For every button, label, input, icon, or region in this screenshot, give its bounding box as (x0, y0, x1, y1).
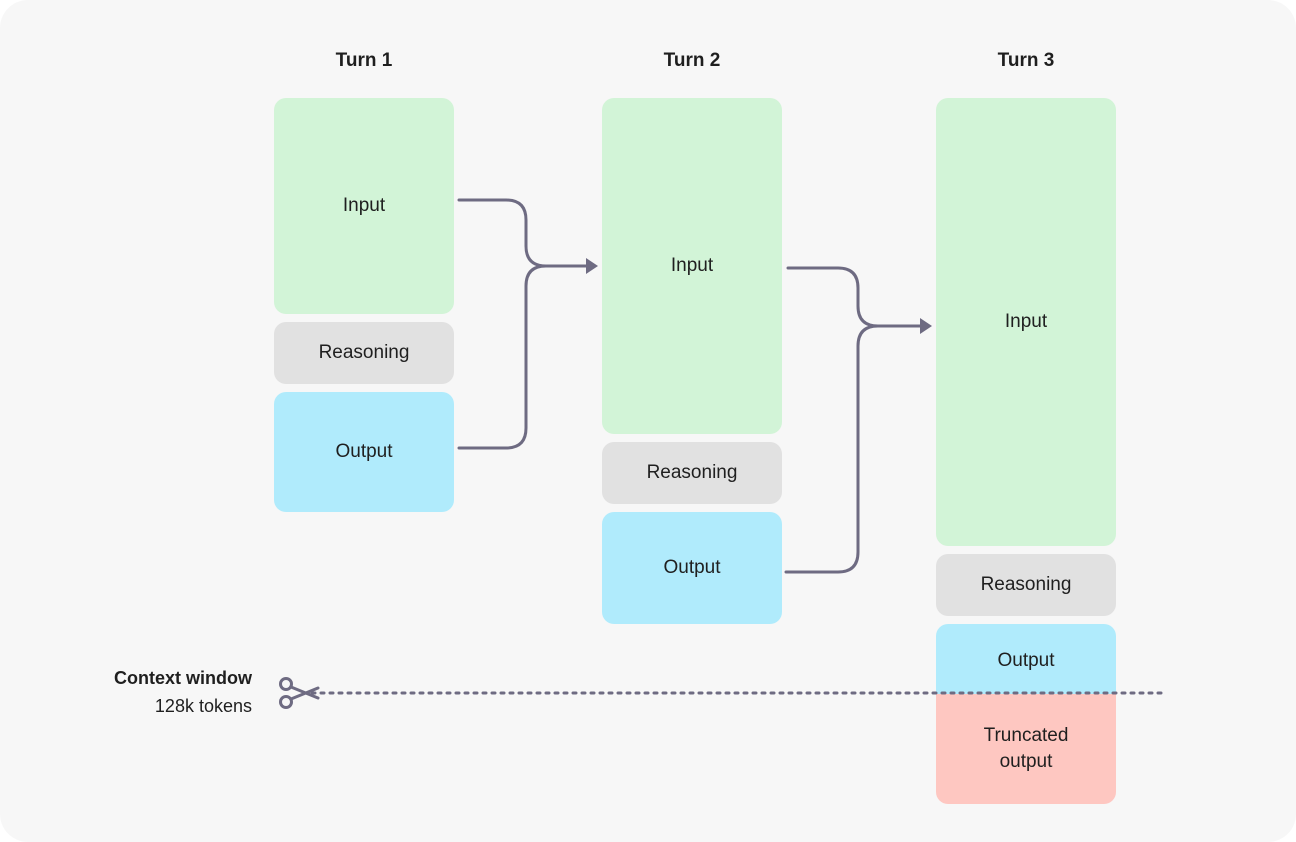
turn-1-input-connector (457, 198, 591, 268)
turn-2-reasoning-label: Reasoning (646, 462, 738, 483)
truncated-label-line-2: output (999, 751, 1053, 772)
context-window-title: Context window (114, 668, 252, 688)
turn-2-input-block: Input (602, 98, 782, 434)
turn-2-output-label: Output (663, 557, 721, 578)
turn-2-output-connector (784, 324, 880, 574)
turn-2-input-connector (786, 266, 924, 328)
turn-1-reasoning-block: Reasoning (274, 322, 454, 384)
turn-3-title: Turn 3 (997, 50, 1055, 71)
turn-2-title: Turn 2 (663, 50, 721, 71)
turn-3-truncated-output-block: Truncated output (936, 694, 1116, 804)
turn-1-output-label: Output (335, 441, 393, 462)
turn-1-reasoning-label: Reasoning (318, 342, 410, 363)
turn-1-input-block: Input (274, 98, 454, 314)
context-window-size: 128k tokens (154, 696, 252, 716)
arrow-into-turn-3-icon (920, 318, 932, 334)
truncated-label-line-1: Truncated (983, 725, 1069, 746)
turn-3-reasoning-label: Reasoning (980, 574, 1072, 595)
turn-1-output-connector (457, 264, 548, 450)
turn-1-input-label: Input (342, 195, 386, 216)
turn-3-reasoning-block: Reasoning (936, 554, 1116, 616)
turn-3-output-block: Output (936, 624, 1116, 694)
turn-3-output-label: Output (997, 650, 1055, 671)
turn-3-input-block: Input (936, 98, 1116, 546)
turn-1-title: Turn 1 (335, 50, 393, 71)
turn-3-truncated-label: Truncated output (984, 723, 1069, 775)
turn-2-reasoning-block: Reasoning (602, 442, 782, 504)
turn-2-output-block: Output (602, 512, 782, 624)
scissors-icon (279, 677, 320, 709)
turn-3-input-label: Input (1004, 311, 1048, 332)
turn-1-output-block: Output (274, 392, 454, 512)
turn-2-input-label: Input (670, 255, 714, 276)
arrow-into-turn-2-icon (586, 258, 598, 274)
